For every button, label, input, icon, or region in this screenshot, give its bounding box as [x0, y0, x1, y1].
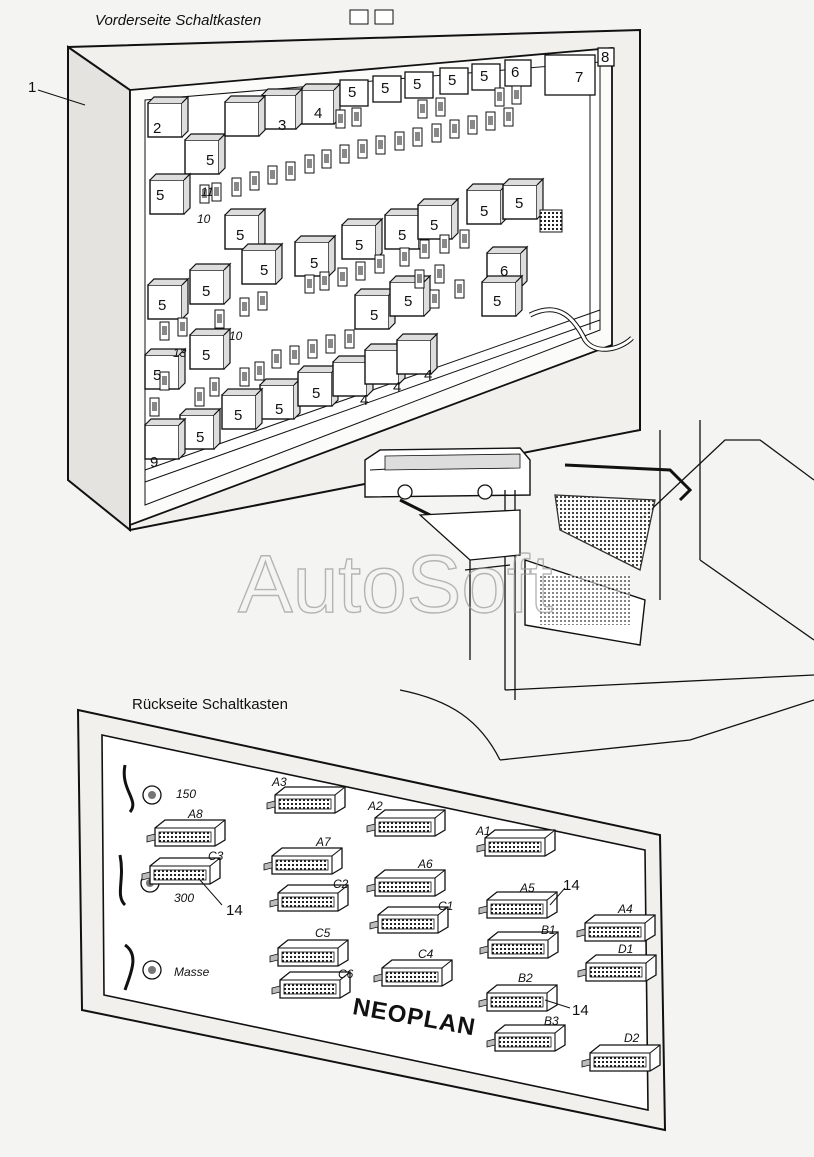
label-a3: A3	[271, 775, 287, 789]
label-c2: C2	[333, 877, 349, 891]
callout-4: 4	[314, 105, 322, 122]
terminals	[118, 764, 162, 991]
callout-5z: 5	[480, 68, 488, 85]
callout-10: 10	[197, 212, 211, 226]
callout-5y: 5	[448, 72, 456, 89]
relays	[144, 47, 615, 460]
callout-5h: 5	[202, 347, 210, 364]
callout-5t: 5	[515, 195, 523, 212]
label-d1: D1	[618, 942, 633, 956]
callout-5m: 5	[312, 385, 320, 402]
callout-5c: 5	[236, 227, 244, 244]
callout-14c: 14	[572, 1002, 589, 1019]
callout-2: 2	[153, 120, 161, 137]
relay	[481, 275, 523, 317]
terminal-label-300: 300	[174, 891, 194, 905]
callout-3: 3	[278, 117, 286, 134]
callout-1: 1	[28, 79, 36, 96]
terminal-masse	[123, 943, 162, 991]
callout-5p: 5	[355, 237, 363, 254]
label-b2: B2	[518, 971, 533, 985]
watermark: AutoSoft	[238, 539, 553, 630]
label-a7: A7	[315, 835, 332, 849]
terminal-label-150: 150	[176, 787, 196, 801]
label-c4: C4	[418, 947, 434, 961]
callout-5f: 5	[202, 283, 210, 300]
label-a2: A2	[367, 799, 383, 813]
callout-13: 13	[173, 346, 187, 360]
relay	[224, 95, 266, 137]
rear-title: Rückseite Schaltkasten	[132, 696, 288, 713]
relay	[147, 278, 189, 320]
callout-5r: 5	[430, 217, 438, 234]
label-a8: A8	[187, 807, 203, 821]
label-d2: D2	[624, 1031, 640, 1045]
label-b3: B3	[544, 1014, 559, 1028]
callout-4b: 4	[360, 392, 368, 409]
label-c6: C6	[338, 967, 354, 981]
connector-labels: A8 C3 A3 A2 A1 A7 C2 A6 C1 A5 B1 A4 D1 C…	[187, 775, 640, 1045]
relay	[184, 133, 226, 175]
callout-5w: 5	[381, 80, 389, 97]
callout-8: 8	[601, 49, 609, 66]
callout-5j: 5	[275, 401, 283, 418]
callout-7: 7	[575, 69, 583, 86]
callout-14-group	[199, 879, 571, 1009]
callout-5x: 5	[413, 76, 421, 93]
callout-4c: 4	[393, 379, 401, 396]
label-a6: A6	[417, 857, 433, 871]
callout-5s: 5	[480, 203, 488, 220]
callout-6b: 6	[500, 263, 508, 280]
callout-14a: 14	[226, 902, 243, 919]
callout-5b: 5	[156, 187, 164, 204]
callout-5i: 5	[153, 367, 161, 384]
callout-14b: 14	[563, 877, 580, 894]
label-a1: A1	[475, 824, 491, 838]
callout-5n: 5	[370, 307, 378, 324]
terminal-label-masse: Masse	[174, 965, 210, 979]
label-a4: A4	[617, 902, 633, 916]
callout-5u: 5	[493, 293, 501, 310]
label-c5: C5	[315, 926, 331, 940]
label-b1: B1	[541, 923, 556, 937]
callout-4d: 4	[424, 367, 432, 384]
callout-6: 6	[511, 64, 519, 81]
callout-5: 5	[206, 152, 214, 169]
callout-10b: 10	[229, 329, 243, 343]
callout-5d: 5	[260, 262, 268, 279]
relay	[224, 208, 266, 250]
label-c1: C1	[438, 899, 453, 913]
callout-5l: 5	[196, 429, 204, 446]
relay	[144, 418, 186, 460]
terminal-150	[122, 764, 162, 813]
label-a5: A5	[519, 881, 535, 895]
callout-9: 9	[150, 454, 158, 471]
callout-5k: 5	[234, 407, 242, 424]
callout-11: 11	[201, 185, 213, 199]
callout-5v: 5	[348, 84, 356, 101]
callout-5g: 5	[158, 297, 166, 314]
vehicle-scene	[364, 420, 814, 761]
callout-5q: 5	[398, 227, 406, 244]
front-title: Vorderseite Schaltkasten	[95, 12, 262, 29]
label-c3: C3	[208, 849, 224, 863]
callout-5o: 5	[404, 293, 412, 310]
rear-panel	[76, 708, 667, 1132]
callout-5e: 5	[310, 255, 318, 272]
